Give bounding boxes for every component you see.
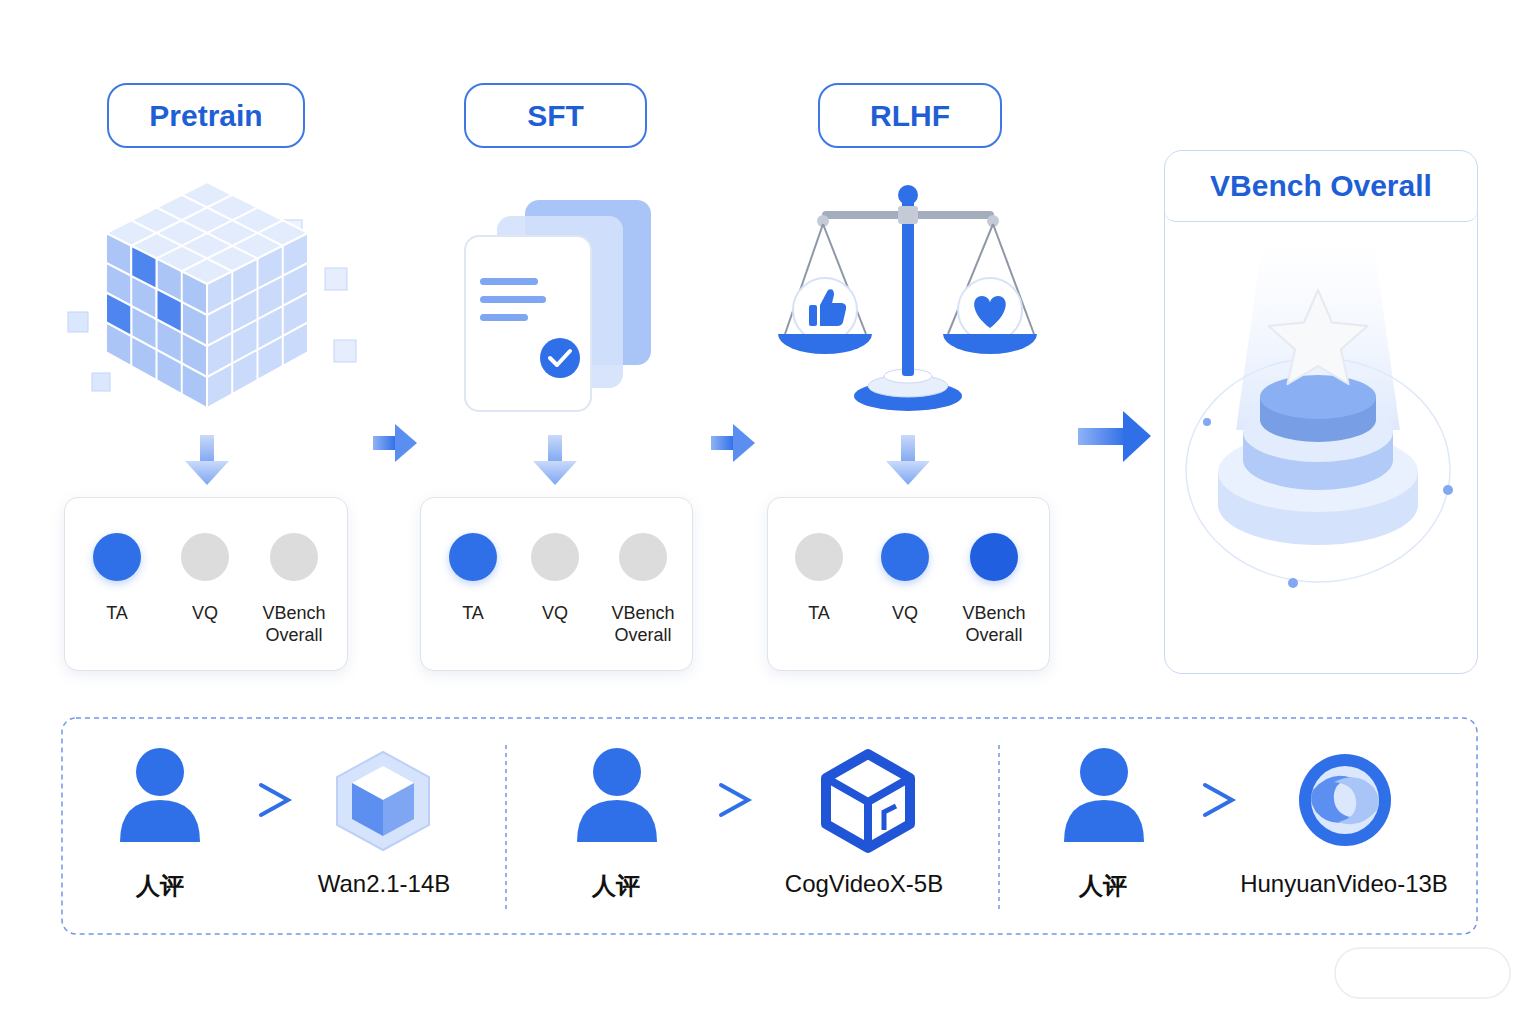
cube-grid <box>207 293 308 347</box>
result-panel: VBench Overall <box>1164 150 1478 674</box>
metric-name: VBench Overall <box>952 602 1036 646</box>
greater-than-chevron <box>261 785 288 815</box>
data-cube-icon <box>68 182 356 408</box>
metric-dot <box>181 533 229 581</box>
metric-name: VQ <box>513 602 597 624</box>
down-arrow <box>533 435 577 485</box>
metric-card: TAVQVBench Overall <box>767 497 1050 671</box>
stage-name: SFT <box>527 99 584 133</box>
evaluator-label: 人评 <box>476 870 756 902</box>
comparison-band <box>62 718 1477 934</box>
metric-card: TAVQVBench Overall <box>64 497 348 671</box>
metric-card: TAVQVBench Overall <box>420 497 693 671</box>
down-arrow <box>886 435 930 485</box>
metric-name: TA <box>75 602 159 624</box>
metric-dot <box>881 533 929 581</box>
cube-cell <box>106 293 131 336</box>
front-card <box>465 236 591 411</box>
stage-name: RLHF <box>870 99 950 133</box>
metric-dot <box>970 533 1018 581</box>
divider <box>505 745 507 912</box>
model-name: HunyuanVideo-13B <box>1204 870 1484 898</box>
cogvideo-model-icon <box>826 754 910 848</box>
cube-grid <box>157 208 258 259</box>
evaluator-label: 人评 <box>963 870 1243 902</box>
metric-name: VBench Overall <box>601 602 685 646</box>
cube-grid <box>207 322 308 377</box>
metric-name: VBench Overall <box>252 602 336 646</box>
small-cube <box>334 340 356 362</box>
greater-than-chevron <box>1205 785 1232 815</box>
metric-dot <box>449 533 497 581</box>
small-cube <box>92 373 110 391</box>
panel-heading-box: VBench Overall <box>1165 151 1477 222</box>
card-line <box>480 296 546 303</box>
wan-model-icon <box>337 752 429 850</box>
cube-face <box>207 233 308 408</box>
evaluator-label: 人评 <box>20 870 300 902</box>
panel-heading: VBench Overall <box>1210 169 1432 203</box>
model-name: Wan2.1-14B <box>244 870 524 898</box>
metric-name: VQ <box>163 602 247 624</box>
metric-dot <box>531 533 579 581</box>
cube-cell <box>157 289 182 333</box>
person-icon <box>120 748 200 842</box>
right-arrow <box>1078 411 1151 462</box>
person-icon <box>1064 748 1144 842</box>
right-arrow <box>711 424 755 462</box>
stage-pill: Pretrain <box>107 83 305 148</box>
metric-dot <box>619 533 667 581</box>
stage-pill: RLHF <box>818 83 1002 148</box>
cube-grid <box>157 208 258 259</box>
person-icon <box>577 748 657 842</box>
sft-cards-icon <box>465 200 651 411</box>
stage-name: Pretrain <box>149 99 262 133</box>
small-cube <box>325 268 347 290</box>
cube-face <box>106 233 207 408</box>
cube-cell <box>131 246 156 289</box>
divider <box>998 745 1000 912</box>
metric-dot <box>93 533 141 581</box>
metric-name: TA <box>777 602 861 624</box>
check-badge <box>540 338 580 378</box>
metric-dot <box>795 533 843 581</box>
greater-than-chevron <box>721 785 748 815</box>
check-mark <box>550 351 570 365</box>
right-arrow <box>373 424 417 462</box>
balance-scale-icon <box>778 185 1037 411</box>
faint-outline <box>1335 948 1510 998</box>
cube-grid <box>282 246 284 366</box>
stage-pill: SFT <box>464 83 647 148</box>
hunyuan-model-icon <box>1299 754 1391 846</box>
metric-name: VQ <box>863 602 947 624</box>
card-line <box>480 278 538 285</box>
down-arrow <box>185 435 229 485</box>
metric-dot <box>270 533 318 581</box>
card-line <box>480 314 528 321</box>
model-name: CogVideoX-5B <box>724 870 1004 898</box>
small-cube <box>68 312 88 332</box>
metric-name: TA <box>431 602 515 624</box>
